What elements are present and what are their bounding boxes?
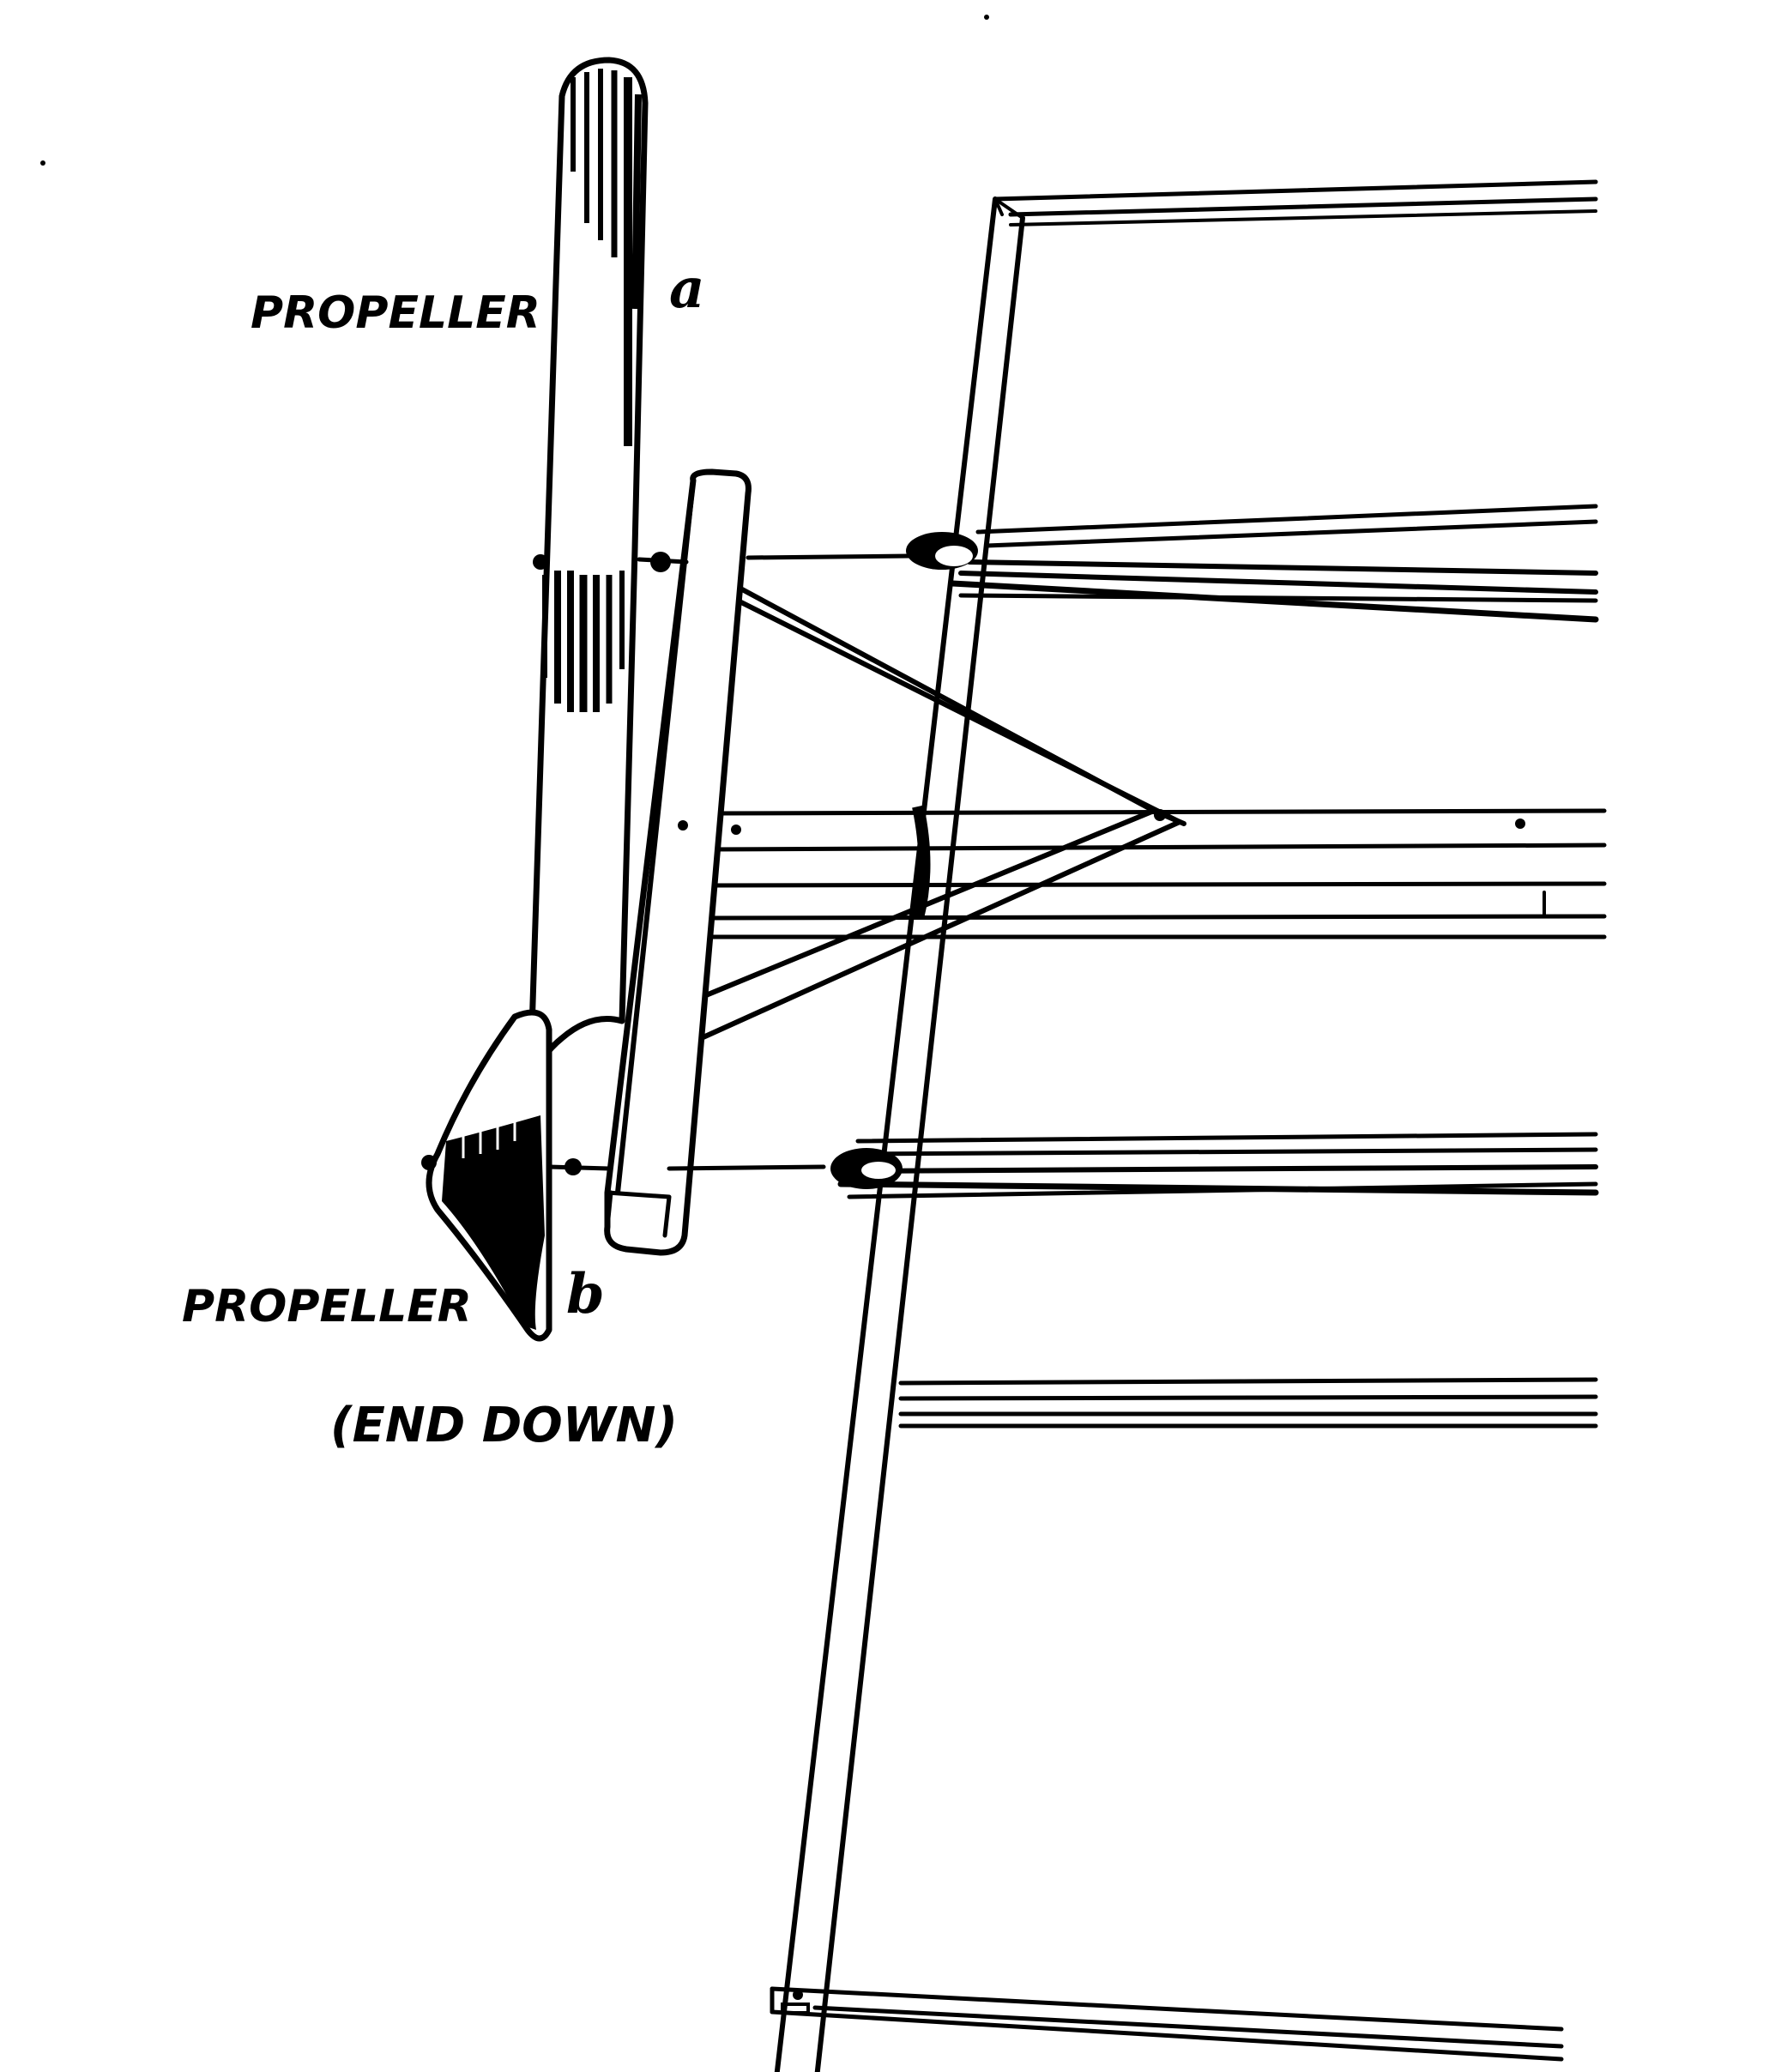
speck xyxy=(40,160,45,166)
label-propeller-a: PROPELLER a xyxy=(251,257,704,339)
upper-rib xyxy=(906,504,1599,623)
slanted-rail xyxy=(774,196,1025,2072)
label-propeller-a-text: PROPELLER xyxy=(251,287,540,339)
wing-frame xyxy=(708,179,1607,2072)
propeller-blade-shading xyxy=(542,69,642,712)
speck xyxy=(984,15,989,20)
mounting-block xyxy=(604,468,752,1256)
propeller xyxy=(421,57,912,1342)
bottom-rib xyxy=(898,1377,1598,1429)
label-propeller-b-letter: b xyxy=(566,1262,605,1326)
label-propeller-b: PROPELLER b xyxy=(182,1262,605,1332)
top-spar xyxy=(993,179,1598,227)
lower-blade-shading xyxy=(442,1115,545,1330)
bottom-spar xyxy=(770,1986,1564,2062)
label-propeller-b-text: PROPELLER xyxy=(182,1281,472,1332)
lower-rib xyxy=(830,1132,1599,1199)
label-end-down: (END DOWN) xyxy=(330,1398,678,1453)
center-longeron xyxy=(708,805,1607,939)
label-end-down-text: (END DOWN) xyxy=(330,1398,678,1453)
label-propeller-a-letter: a xyxy=(669,257,704,321)
